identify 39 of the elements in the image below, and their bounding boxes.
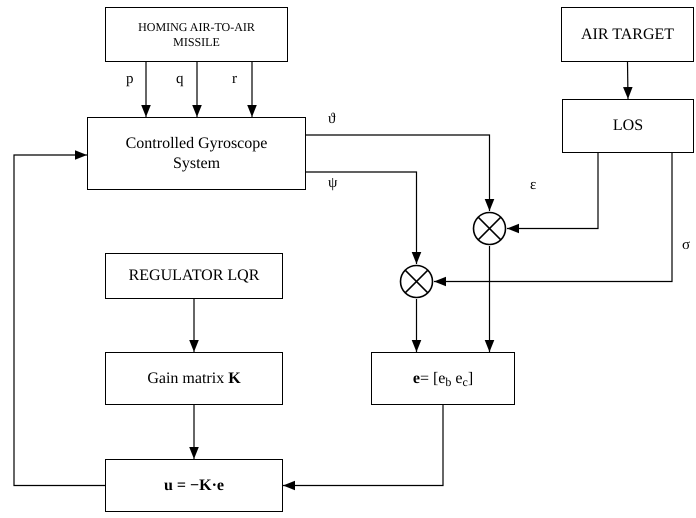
arrow — [484, 246, 494, 352]
edge-label: σ — [682, 238, 690, 253]
box-label: Controlled Gyroscope System — [124, 134, 268, 174]
box-label: e= [e$_{b}$ e$_{c}$] — [412, 368, 474, 388]
process-box — [371, 352, 515, 405]
process-box — [105, 253, 283, 299]
box-label: LOS — [612, 116, 644, 136]
process-box — [561, 7, 694, 62]
box-label: AIR TARGET — [580, 24, 674, 44]
arrow — [189, 405, 199, 459]
arrow — [434, 153, 673, 286]
edge-label: r — [232, 72, 237, 87]
arrow — [306, 134, 494, 211]
process-box — [105, 7, 288, 62]
multiplier-circle — [472, 211, 507, 246]
box-label: HOMING AIR-TO-AIR MISSILE — [137, 20, 256, 50]
arrow — [623, 62, 633, 99]
arrow — [247, 62, 257, 117]
box-label: REGULATOR LQR — [128, 266, 260, 286]
arrow — [13, 150, 105, 486]
box-label: u = −K·e — [164, 476, 224, 496]
arrow — [412, 299, 422, 352]
edge-label: ϑ — [328, 112, 336, 127]
multiplier-circle — [399, 264, 434, 299]
process-box — [562, 99, 694, 153]
arrow — [507, 153, 599, 234]
arrow — [189, 299, 199, 352]
arrow — [192, 62, 202, 117]
edge-label: p — [126, 72, 134, 87]
arrow — [141, 62, 151, 117]
edge-label: q — [176, 72, 184, 87]
box-label: Gain matrix K — [147, 368, 241, 388]
process-box — [105, 352, 283, 405]
edge-label: ε — [530, 178, 536, 193]
process-box — [87, 117, 306, 190]
arrow — [306, 171, 422, 264]
process-box — [105, 459, 283, 512]
arrow — [283, 405, 444, 490]
edge-label: ψ — [328, 176, 338, 191]
